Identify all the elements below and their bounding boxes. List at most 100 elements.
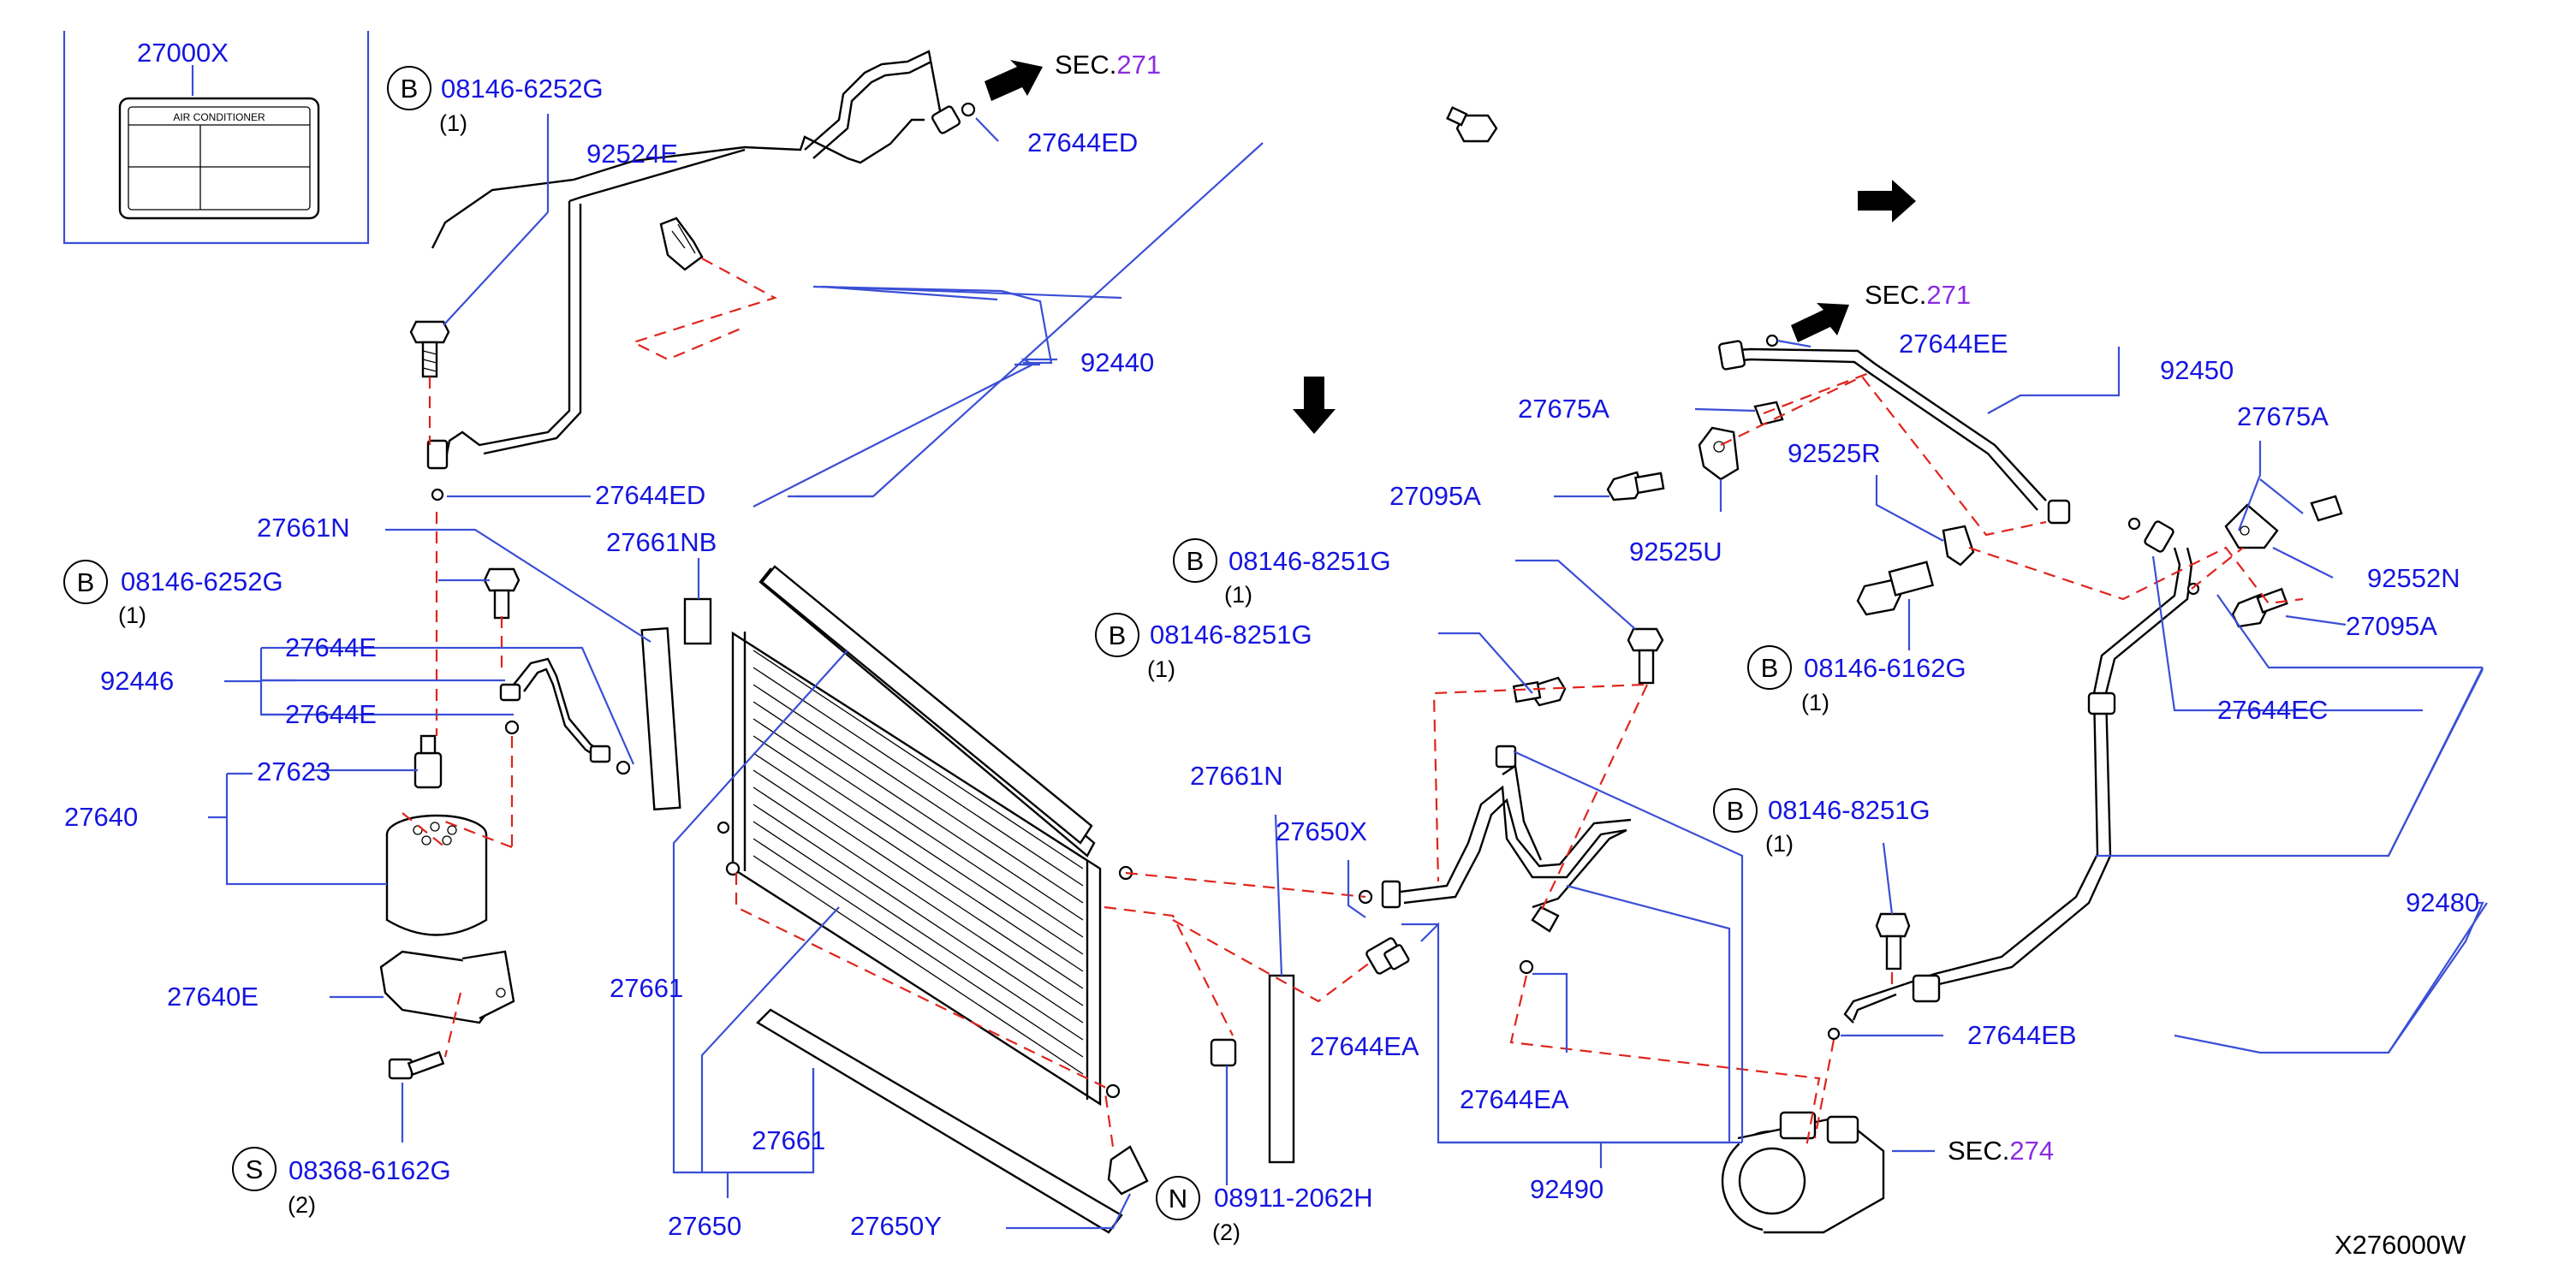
label-27644ee[interactable]: 27644EE [1899, 329, 2008, 359]
receiver-drier-27640 [385, 814, 488, 936]
qty-08911-2062h: (2) [1212, 1220, 1240, 1245]
ac-label-card-text: AIR CONDITIONER [173, 111, 265, 123]
label-27644ea-b[interactable]: 27644EA [1460, 1084, 1569, 1114]
badge-letter-b-6162g: B [1761, 653, 1779, 683]
diagram-id: X276000W [2335, 1230, 2466, 1260]
label-sec271-top[interactable]: SEC.271 [1055, 50, 1161, 80]
clip-92525r [1942, 525, 1975, 567]
sec271-top-num: 271 [1116, 50, 1161, 80]
label-08146-8251g-b[interactable]: 08146-8251G [1150, 620, 1312, 650]
label-08911-2062h[interactable]: 08911-2062H [1214, 1183, 1373, 1213]
compressor-sec274 [1721, 1111, 1885, 1234]
badge-b-8251g-c: B [1713, 788, 1758, 833]
clip-27675a-right [2310, 495, 2343, 522]
label-27000x[interactable]: 27000X [137, 38, 229, 68]
label-27650[interactable]: 27650 [668, 1211, 741, 1241]
badge-letter-n: N [1169, 1184, 1187, 1214]
bracket-92552n [2224, 503, 2279, 549]
arrow-right-sec271 [1791, 303, 1849, 342]
label-sec274[interactable]: SEC.274 [1948, 1136, 2054, 1166]
label-92525r[interactable]: 92525R [1788, 438, 1881, 468]
sec274-prefix: SEC. [1948, 1136, 2009, 1166]
label-92446[interactable]: 92446 [100, 666, 174, 696]
label-27675a-right[interactable]: 27675A [2237, 401, 2329, 431]
label-92480[interactable]: 92480 [2406, 887, 2479, 917]
label-27644eb[interactable]: 27644EB [1967, 1020, 2077, 1050]
qty-08146-8251g-c: (1) [1765, 831, 1794, 857]
badge-b-8251g-a: B [1173, 538, 1217, 583]
label-92440[interactable]: 92440 [1080, 347, 1154, 377]
label-sec271-right[interactable]: SEC.271 [1865, 280, 1971, 310]
label-27661n-left[interactable]: 27661N [257, 513, 350, 543]
pressure-switch-27650x [1358, 889, 1410, 975]
sec274-num: 274 [2009, 1136, 2054, 1166]
bolt-08146-8251g-b [1512, 676, 1567, 707]
label-27644ea-a[interactable]: 27644EA [1310, 1031, 1419, 1061]
label-08146-8251g-c[interactable]: 08146-8251G [1768, 795, 1931, 825]
seal-27661-top [760, 565, 1093, 845]
badge-b-8251g-b: B [1095, 613, 1139, 657]
label-27640[interactable]: 27640 [64, 802, 138, 832]
label-08146-6252g-top[interactable]: 08146-6252G [441, 74, 604, 104]
pipe-92490 [1381, 745, 1632, 975]
bolt-08146-6252g-left [483, 567, 521, 620]
label-27675a-left[interactable]: 27675A [1518, 394, 1609, 424]
pipe-92440 [426, 50, 976, 501]
label-27095a-left[interactable]: 27095A [1389, 481, 1481, 511]
label-27644ed-mid[interactable]: 27644ED [595, 480, 705, 510]
bracket-92524e [659, 217, 704, 271]
badge-letter-b-left: B [77, 567, 95, 597]
label-27640e[interactable]: 27640E [167, 982, 259, 1012]
badge-letter-b-8251g-a: B [1187, 546, 1205, 576]
label-92552n[interactable]: 92552N [2367, 563, 2460, 593]
label-27661-mid[interactable]: 27661 [610, 973, 683, 1003]
bolt-top-center [1446, 106, 1498, 143]
qty-08146-8251g-a: (1) [1224, 582, 1252, 608]
label-27650x[interactable]: 27650X [1276, 816, 1367, 846]
clip-27675a-left [1753, 401, 1784, 426]
bolt-08146-6252g-top [409, 320, 450, 378]
bolt-08146-8251g-c [1875, 912, 1911, 970]
clamp-27640e [379, 950, 515, 1024]
label-08146-8251g-a[interactable]: 08146-8251G [1229, 546, 1391, 576]
label-27661-bot[interactable]: 27661 [752, 1125, 825, 1155]
badge-n: N [1156, 1176, 1200, 1220]
label-27623[interactable]: 27623 [257, 757, 330, 786]
label-08368-6162g[interactable]: 08368-6162G [289, 1155, 451, 1185]
arrow-down-center [1293, 377, 1336, 434]
label-27644ec[interactable]: 27644EC [2217, 695, 2328, 725]
label-27095a-right[interactable]: 27095A [2346, 611, 2437, 641]
label-27644e-b[interactable]: 27644E [285, 699, 377, 729]
label-27644ed-top[interactable]: 27644ED [1027, 128, 1138, 157]
qty-08368-6162g: (2) [288, 1192, 316, 1218]
bracket-27650y [1107, 1145, 1149, 1196]
bolt-08368-6162g [388, 1050, 445, 1080]
sec271-right-prefix: SEC. [1865, 280, 1926, 310]
nut-08911-2062h [1210, 1038, 1237, 1067]
label-27644e-a[interactable]: 27644E [285, 632, 377, 662]
ac-label-card: AIR CONDITIONER [118, 97, 320, 220]
seal-27661n-right [1268, 974, 1295, 1164]
label-27661n-right[interactable]: 27661N [1190, 761, 1283, 791]
qty-08146-6252g-left: (1) [118, 602, 146, 628]
label-08146-6162g[interactable]: 08146-6162G [1804, 653, 1966, 683]
label-08146-6252g-left[interactable]: 08146-6252G [121, 567, 283, 596]
badge-b-left: B [63, 560, 108, 604]
label-92490[interactable]: 92490 [1530, 1174, 1603, 1204]
label-92450[interactable]: 92450 [2160, 355, 2234, 385]
condenser-fins [753, 650, 1084, 1075]
label-92525u[interactable]: 92525U [1629, 537, 1722, 567]
badge-letter-b-8251g-b: B [1109, 620, 1127, 650]
label-box: 27000X AIR CONDITIONER [62, 31, 370, 245]
pipe-92480 [1827, 520, 2200, 1041]
label-27661nb[interactable]: 27661NB [606, 527, 717, 557]
badge-b-6162g: B [1747, 645, 1792, 690]
sensor-27623 [413, 734, 443, 789]
label-27650y[interactable]: 27650Y [850, 1211, 942, 1241]
label-92524e[interactable]: 92524E [586, 139, 678, 169]
badge-s: S [232, 1147, 277, 1191]
qty-08146-8251g-b: (1) [1147, 656, 1175, 682]
pipe-92450 [1718, 334, 2141, 531]
pipe-92446 [499, 657, 631, 775]
